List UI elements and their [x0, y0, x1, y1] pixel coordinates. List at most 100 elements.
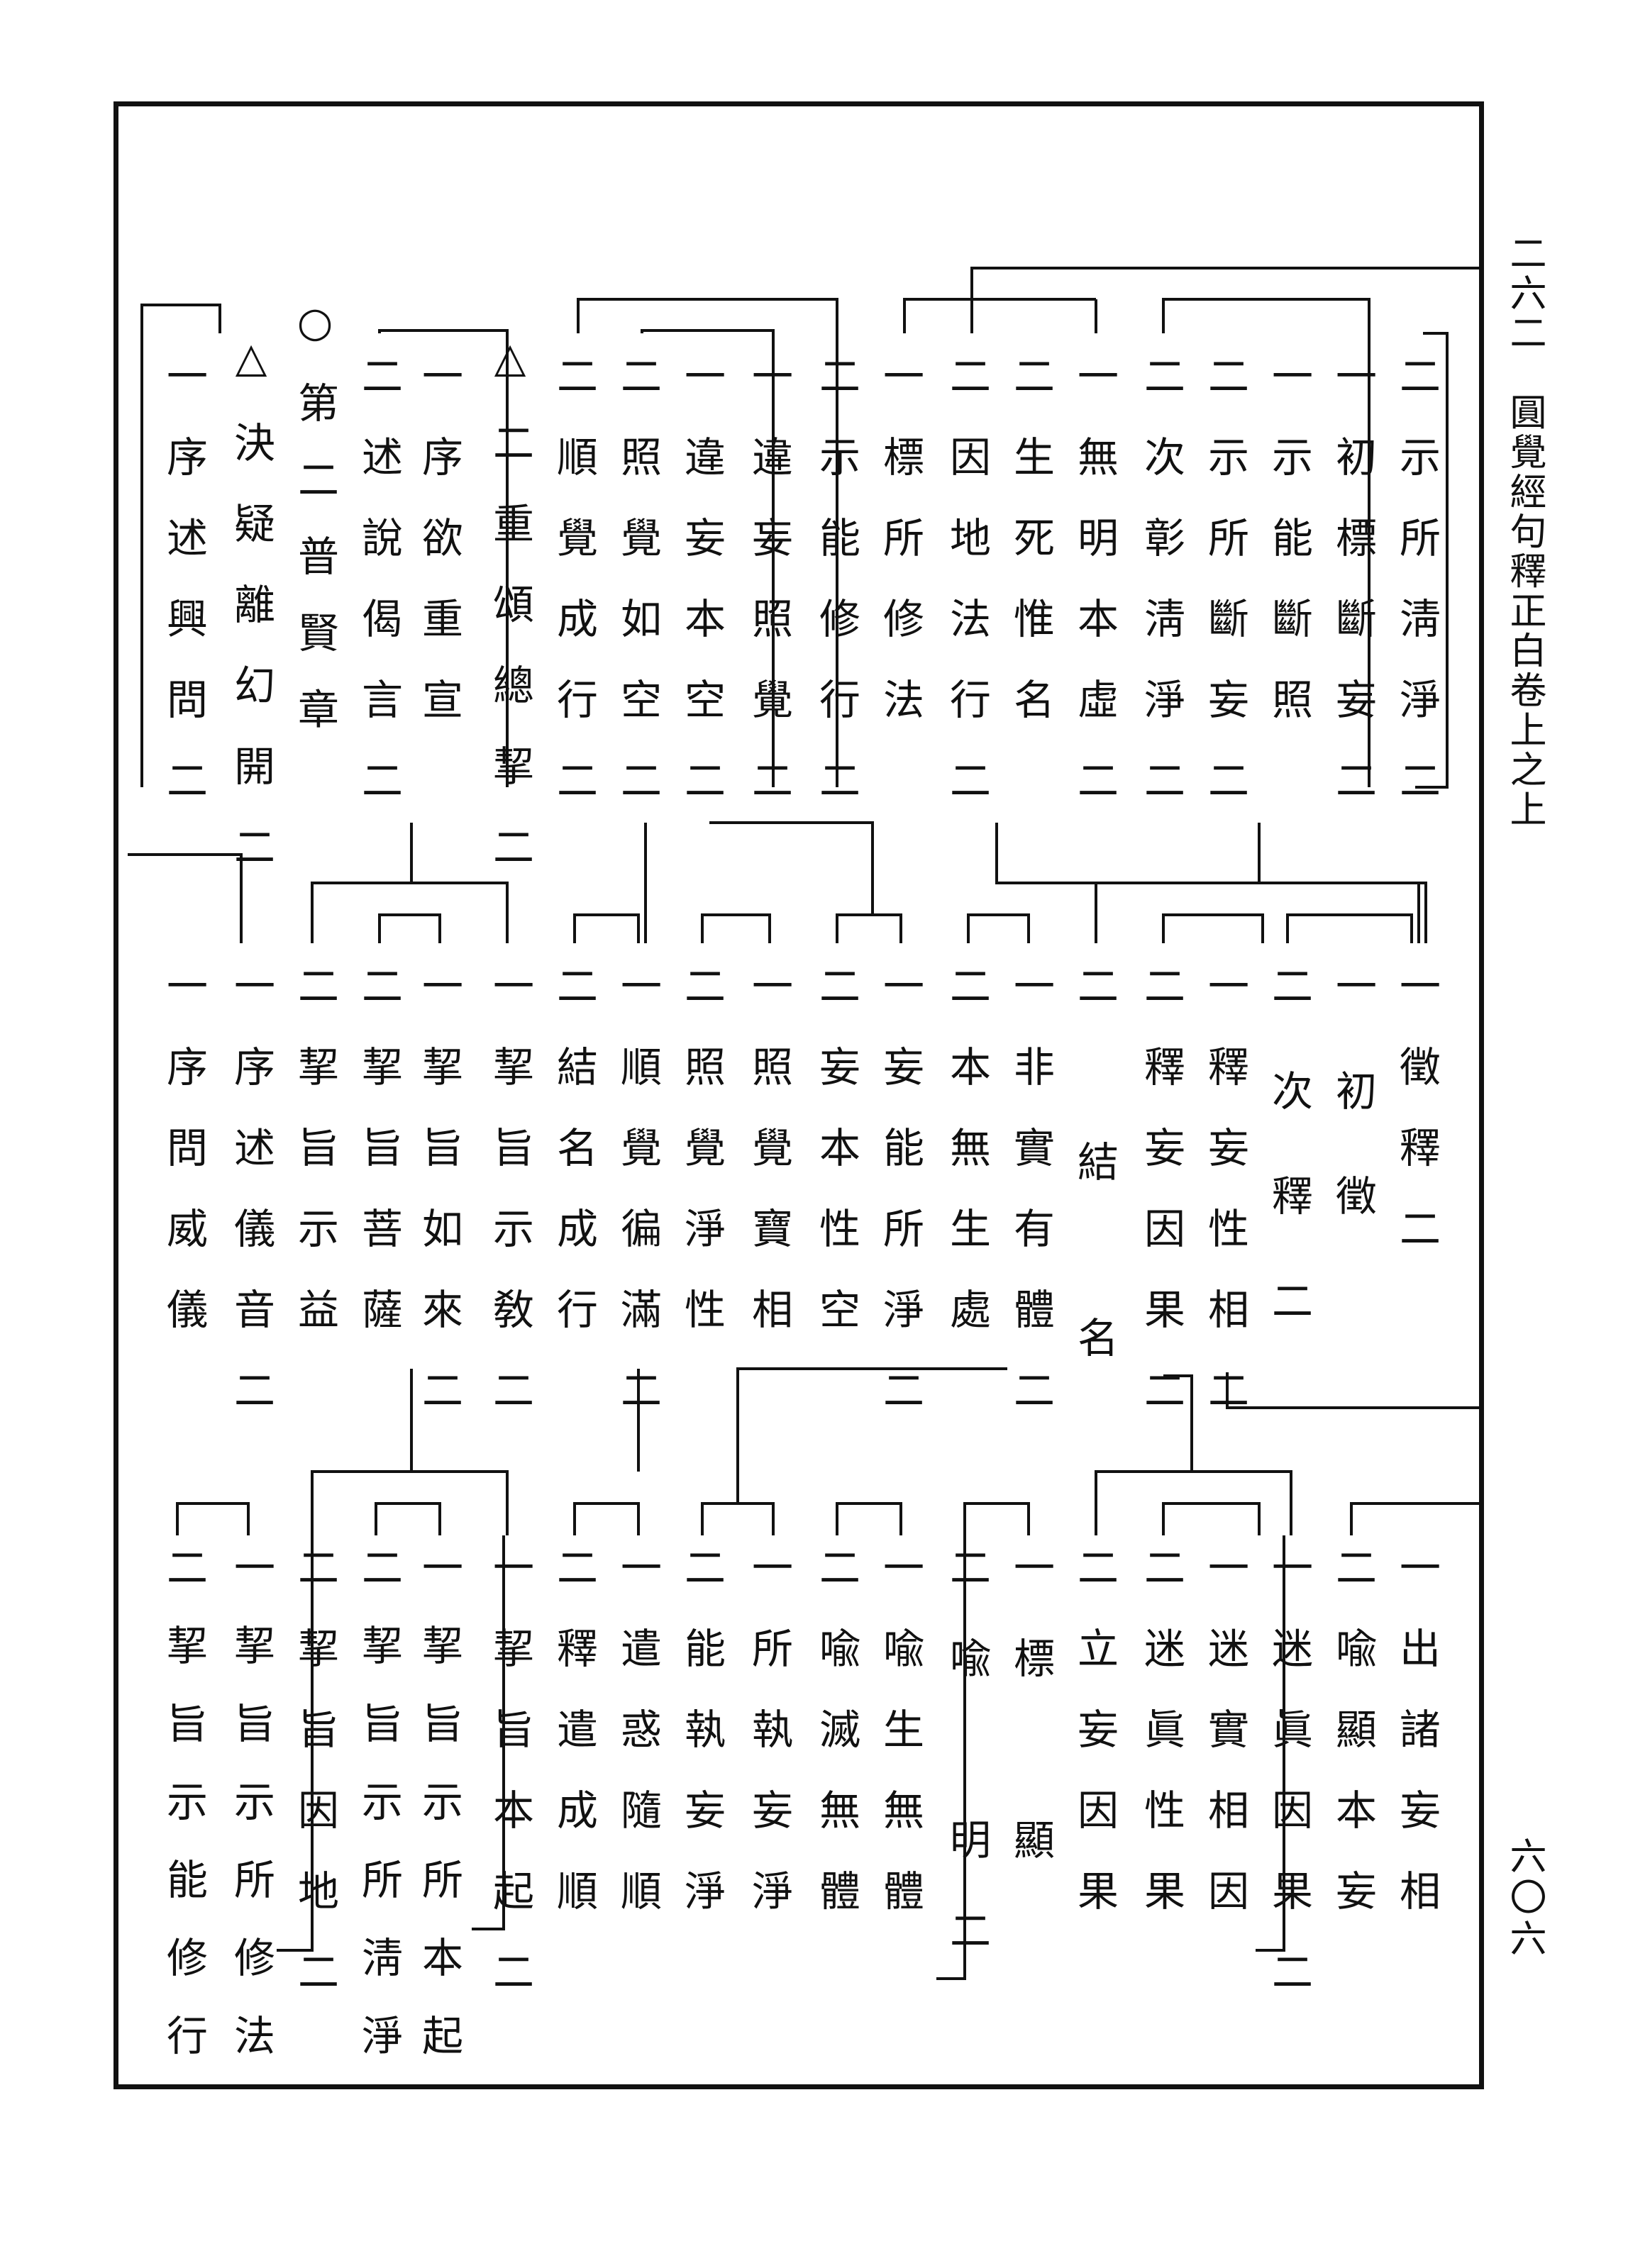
outline-entry: 一挈旨示所修法 [227, 1546, 275, 2092]
bracket-line [1095, 882, 1420, 943]
outline-entry: 一照覺寶相 [745, 965, 793, 1369]
outline-entry: 二喩滅無體 [812, 1546, 860, 1950]
outline-entry: 一徵釋二 [1392, 965, 1441, 1288]
outline-entry: 一順覺徧滿二 [614, 965, 662, 1450]
outline-entry: 二因地法行二 [943, 355, 991, 840]
outline-entry: 二能執妄淨 [677, 1546, 726, 1950]
outline-entry: 二挈旨示所淸淨 [355, 1546, 403, 2092]
outline-entry: 一標 顯 [1007, 1546, 1055, 1909]
outline-entry: 二述說偈言二 [355, 355, 403, 840]
bracket-line [641, 329, 775, 787]
outline-entry: 二本無生處 [943, 965, 991, 1369]
bracket-line [701, 913, 771, 943]
bracket-line [836, 913, 902, 943]
outline-entry: 一挈旨示敎二 [486, 965, 534, 1450]
outline-entry: 一初標斷妄二 [1329, 355, 1377, 840]
outline-entry: 一無明本虛二 [1070, 355, 1119, 840]
outline-entry: 二示能修行二 [812, 355, 860, 840]
bracket-line [1095, 1470, 1292, 1535]
outline-entry: 二生死惟名 [1007, 355, 1055, 759]
outline-entry: 二釋遣成順 [550, 1546, 598, 1950]
outline-entry: 二釋妄因果二 [1137, 965, 1185, 1450]
outline-entry: 一違妄照覺二 [745, 355, 793, 840]
bracket-line [1256, 1535, 1285, 1952]
bracket-line [963, 1502, 1030, 1535]
bracket-line [1162, 913, 1264, 943]
outline-entry: △決疑離幻開二 [227, 333, 275, 906]
outline-entry: 二迷眞性果 [1137, 1546, 1185, 1950]
bracket-line [970, 267, 1484, 333]
outline-entry: 二結名 [1070, 965, 1119, 1492]
bracket-line [311, 1470, 509, 1535]
bracket-line [128, 853, 243, 943]
outline-entry: 二挈旨菩薩 [355, 965, 403, 1369]
outline-entry: 一初徵 [1329, 965, 1377, 1279]
outline-entry: 二照覺淨性 [677, 965, 726, 1369]
outline-entry: 一序述儀音二 [227, 965, 275, 1450]
outline-entry: 一序問威儀 [160, 965, 208, 1369]
outline-entry: 二次釋二 [1265, 965, 1313, 1384]
margin-title: 二六二 圓覺經句釋正白卷上之上 [1503, 234, 1546, 830]
bracket-line [736, 1367, 1007, 1503]
bracket-line [1162, 1502, 1261, 1535]
outline-entry: 一違妄本空二 [677, 355, 726, 840]
outline-entry: 一迷眞因果二 [1265, 1546, 1313, 2031]
bracket-line [312, 1369, 413, 1473]
outline-entry: 一挈旨本起二 [486, 1546, 534, 2031]
bracket-line [967, 913, 1030, 943]
outline-entry: 二立妄因果 [1070, 1546, 1119, 1950]
bracket-line [1162, 298, 1370, 787]
outline-entry: 二挈旨示益 [291, 965, 339, 1369]
outline-entry: 二妄本性空 [812, 965, 860, 1369]
outline-entry: 一妄能所淨二 [876, 965, 924, 1450]
outline-entry: 一標所修法 [876, 355, 924, 759]
outline-entry: 二挈旨示能修行 [160, 1546, 208, 2092]
outline-entry: 二次彰淸淨二 [1137, 355, 1185, 840]
bracket-line [375, 1502, 441, 1535]
outline-entry: 一迷實相因 [1201, 1546, 1249, 1950]
outline-entry: 一釋妄性相二 [1201, 965, 1249, 1450]
outline-entry: 二喩 明二 [943, 1546, 991, 2000]
bracket-line [701, 1502, 775, 1535]
bracket-line [140, 304, 221, 787]
bracket-line [1415, 332, 1449, 789]
outline-entry: 一遣惑隨順 [614, 1546, 662, 1950]
outline-entry: 二順覺成行二 [550, 355, 598, 840]
bracket-line [311, 882, 509, 943]
outline-entry: 二挈旨因地二 [291, 1546, 339, 2031]
bracket-line [176, 1502, 250, 1535]
bracket-line [1226, 1372, 1484, 1409]
page-frame [113, 101, 1484, 2089]
bracket-line [1286, 913, 1413, 943]
page-number: 六〇六 [1503, 1837, 1546, 1960]
outline-entry: △二重頌總挈二 [486, 333, 534, 906]
outline-entry: 一示能斷照 [1265, 355, 1313, 759]
bracket-line [378, 913, 441, 943]
outline-entry: 一序欲重宣 [415, 355, 463, 759]
chapter-heading: ○第二普賢章 [291, 298, 339, 765]
bracket-line [577, 298, 838, 787]
outline-entry: 二喩顯本妄 [1329, 1546, 1377, 1950]
outline-entry: 二照覺如空二 [614, 355, 662, 840]
outline-entry: 一挈旨示所本起 [415, 1546, 463, 2092]
outline-entry: 二結名成行 [550, 965, 598, 1369]
bracket-line [709, 821, 874, 915]
outline-entry: 二示所斷妄二 [1201, 355, 1249, 840]
bracket-line [277, 1535, 314, 1952]
bracket-line [836, 1502, 902, 1535]
outline-entry: 一所執妄淨 [745, 1546, 793, 1950]
outline-entry: 一出諸妄相 [1392, 1546, 1441, 1950]
bracket-line [903, 298, 1096, 333]
outline-entry: 一挈旨如來二 [415, 965, 463, 1450]
outline-entry: 二示所淸淨二 [1392, 355, 1441, 840]
outline-entry: 一喩生無體 [876, 1546, 924, 1950]
outline-entry: 一序述興問二 [160, 355, 208, 840]
bracket-line [573, 1502, 640, 1535]
bracket-line [936, 1535, 966, 1980]
bracket-line [472, 1535, 505, 1930]
outline-entry: 一非實有體二 [1007, 965, 1055, 1450]
bracket-line [378, 329, 509, 787]
bracket-line [573, 913, 640, 943]
bracket-line [1163, 1374, 1193, 1472]
